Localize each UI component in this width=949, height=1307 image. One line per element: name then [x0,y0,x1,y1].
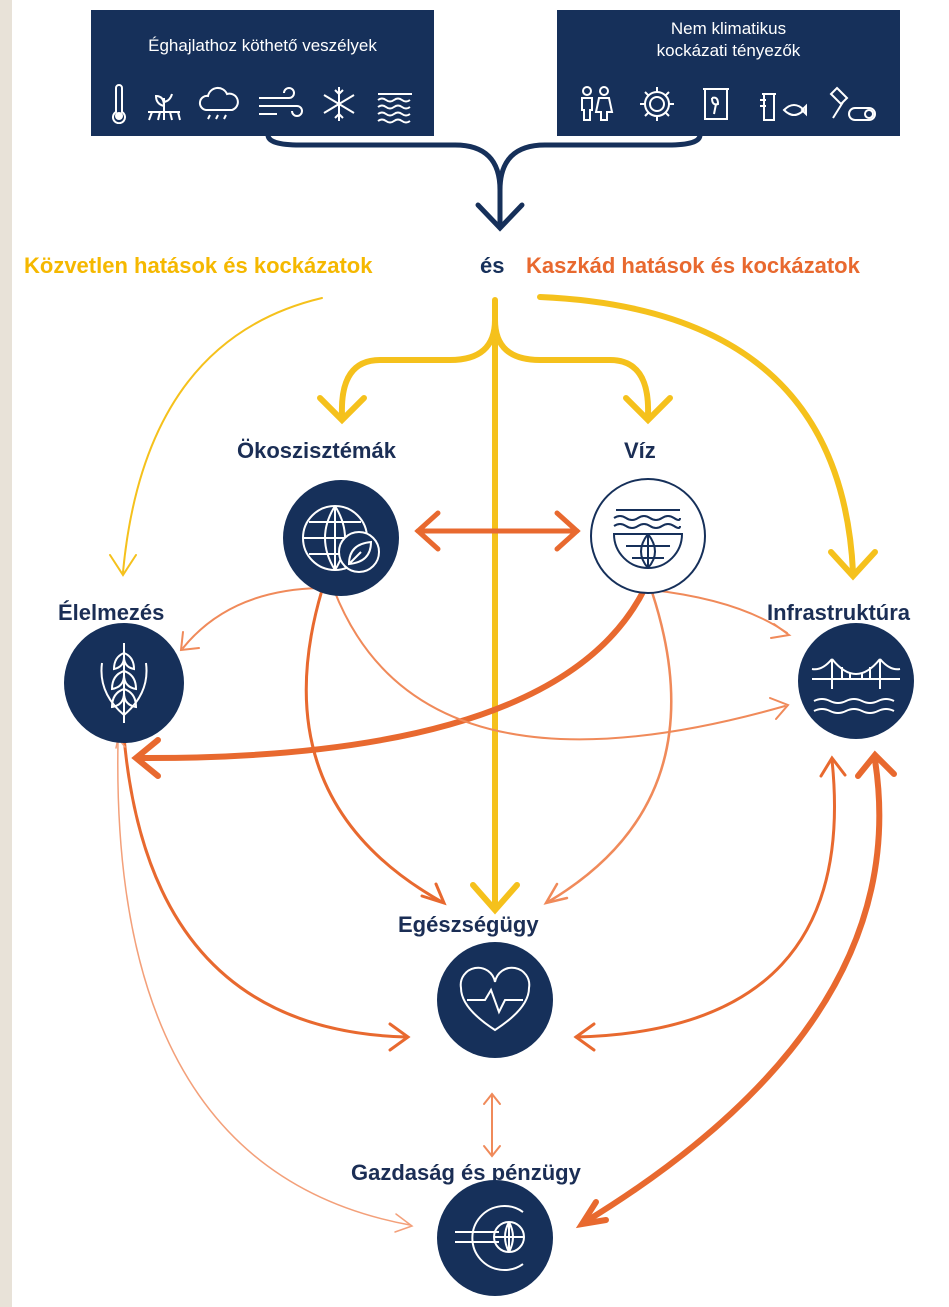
arrow-food-health [122,735,408,1039]
heart-pulse-icon [459,966,531,1032]
arrow-water-food [135,585,648,762]
arrow-direct-food-head [109,554,137,577]
arrow-health-infrastructure [574,758,837,1039]
climate-icons [91,84,434,124]
flood-icon [377,93,412,124]
food-node [64,623,184,743]
arrow-direct-water [492,317,652,418]
merge-arrow [265,132,703,232]
arrow-ecosystems-food [182,587,321,649]
thermometer-icon [112,84,127,124]
direct-impacts-heading: Közvetlen hatások és kockázatok [24,253,373,278]
water-node [590,478,706,594]
arrow-ecosystems-infrastructure [333,589,786,741]
snowflake-icon [323,87,355,121]
pollution-icon [759,93,807,121]
sector-label-food: Élelmezés [58,600,165,625]
sector-label-water: Víz [624,438,656,463]
arrow-direct-health-head [470,882,520,915]
cascade-impacts-heading: Kaszkád hatások és kockázatok [526,253,860,278]
direct-impact-arrows [109,294,878,915]
sector-label-economy: Gazdaság és pénzügy [351,1160,581,1185]
nonclimate-icons [557,84,900,124]
cascade-impact-arrows [115,510,897,1233]
nonclimate-title-line2: kockázati tényezők [656,41,801,60]
nonclimate-title-line1: Nem klimatikus [670,19,787,38]
economy-node [437,1180,553,1296]
cloud-rain-icon [199,86,240,120]
drought-icon [147,93,181,121]
ecosystems-node [283,480,399,596]
nonclimate-factors-box: Nem klimatikus kockázati tényezők [557,10,900,136]
arrow-direct-infrastructure-head [828,549,878,581]
arrow-direct-ecosystems-head [317,395,367,425]
arrow-food-economy [117,741,411,1226]
people-icon [580,86,613,121]
arrow-ecosystems-health [304,588,444,904]
climate-hazards-title: Éghajlathoz köthető veszélyek [148,36,377,55]
water-globe-icon [612,509,684,569]
sector-label-ecosystems: Ökoszisztémák [237,438,396,463]
waste-bin-icon [703,88,730,120]
gear-icon [640,87,675,121]
sector-label-health: Egészségügy [398,912,539,937]
arrow-water-health [546,590,673,904]
euro-globe-icon [455,1205,525,1271]
infrastructure-node [798,623,914,739]
health-node [437,942,553,1058]
climate-hazards-box: Éghajlathoz köthető veszélyek [91,10,434,136]
arrow-economy-infrastructure [582,757,883,1225]
arrow-direct-food [122,297,323,573]
globe-leaf-icon [302,505,380,573]
arrow-direct-infrastructure [537,294,856,575]
arrow-direct-water-head [623,395,673,425]
bridge-icon [811,658,901,714]
sector-label-infrastructure: Infrastruktúra [767,600,911,625]
wind-icon [258,87,303,117]
arrow-direct-ecosystems [338,317,498,418]
connector-word: és [480,253,505,278]
logging-icon [829,86,877,121]
wheat-icon [100,643,148,723]
